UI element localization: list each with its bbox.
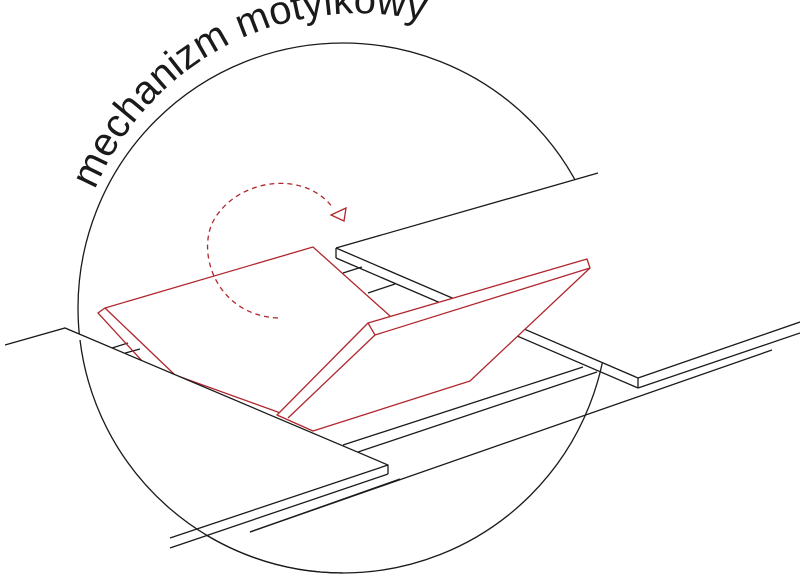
detail-circle-lower xyxy=(79,339,344,574)
diagram-label-text: mechanizm motylkowy xyxy=(63,0,431,194)
front-rail xyxy=(249,478,401,533)
diagram-label: mechanizm motylkowy xyxy=(63,0,431,194)
right-extension-leaf xyxy=(276,258,591,432)
left-table-top xyxy=(0,327,389,549)
dashed-rotation-arrow-icon xyxy=(206,182,347,319)
